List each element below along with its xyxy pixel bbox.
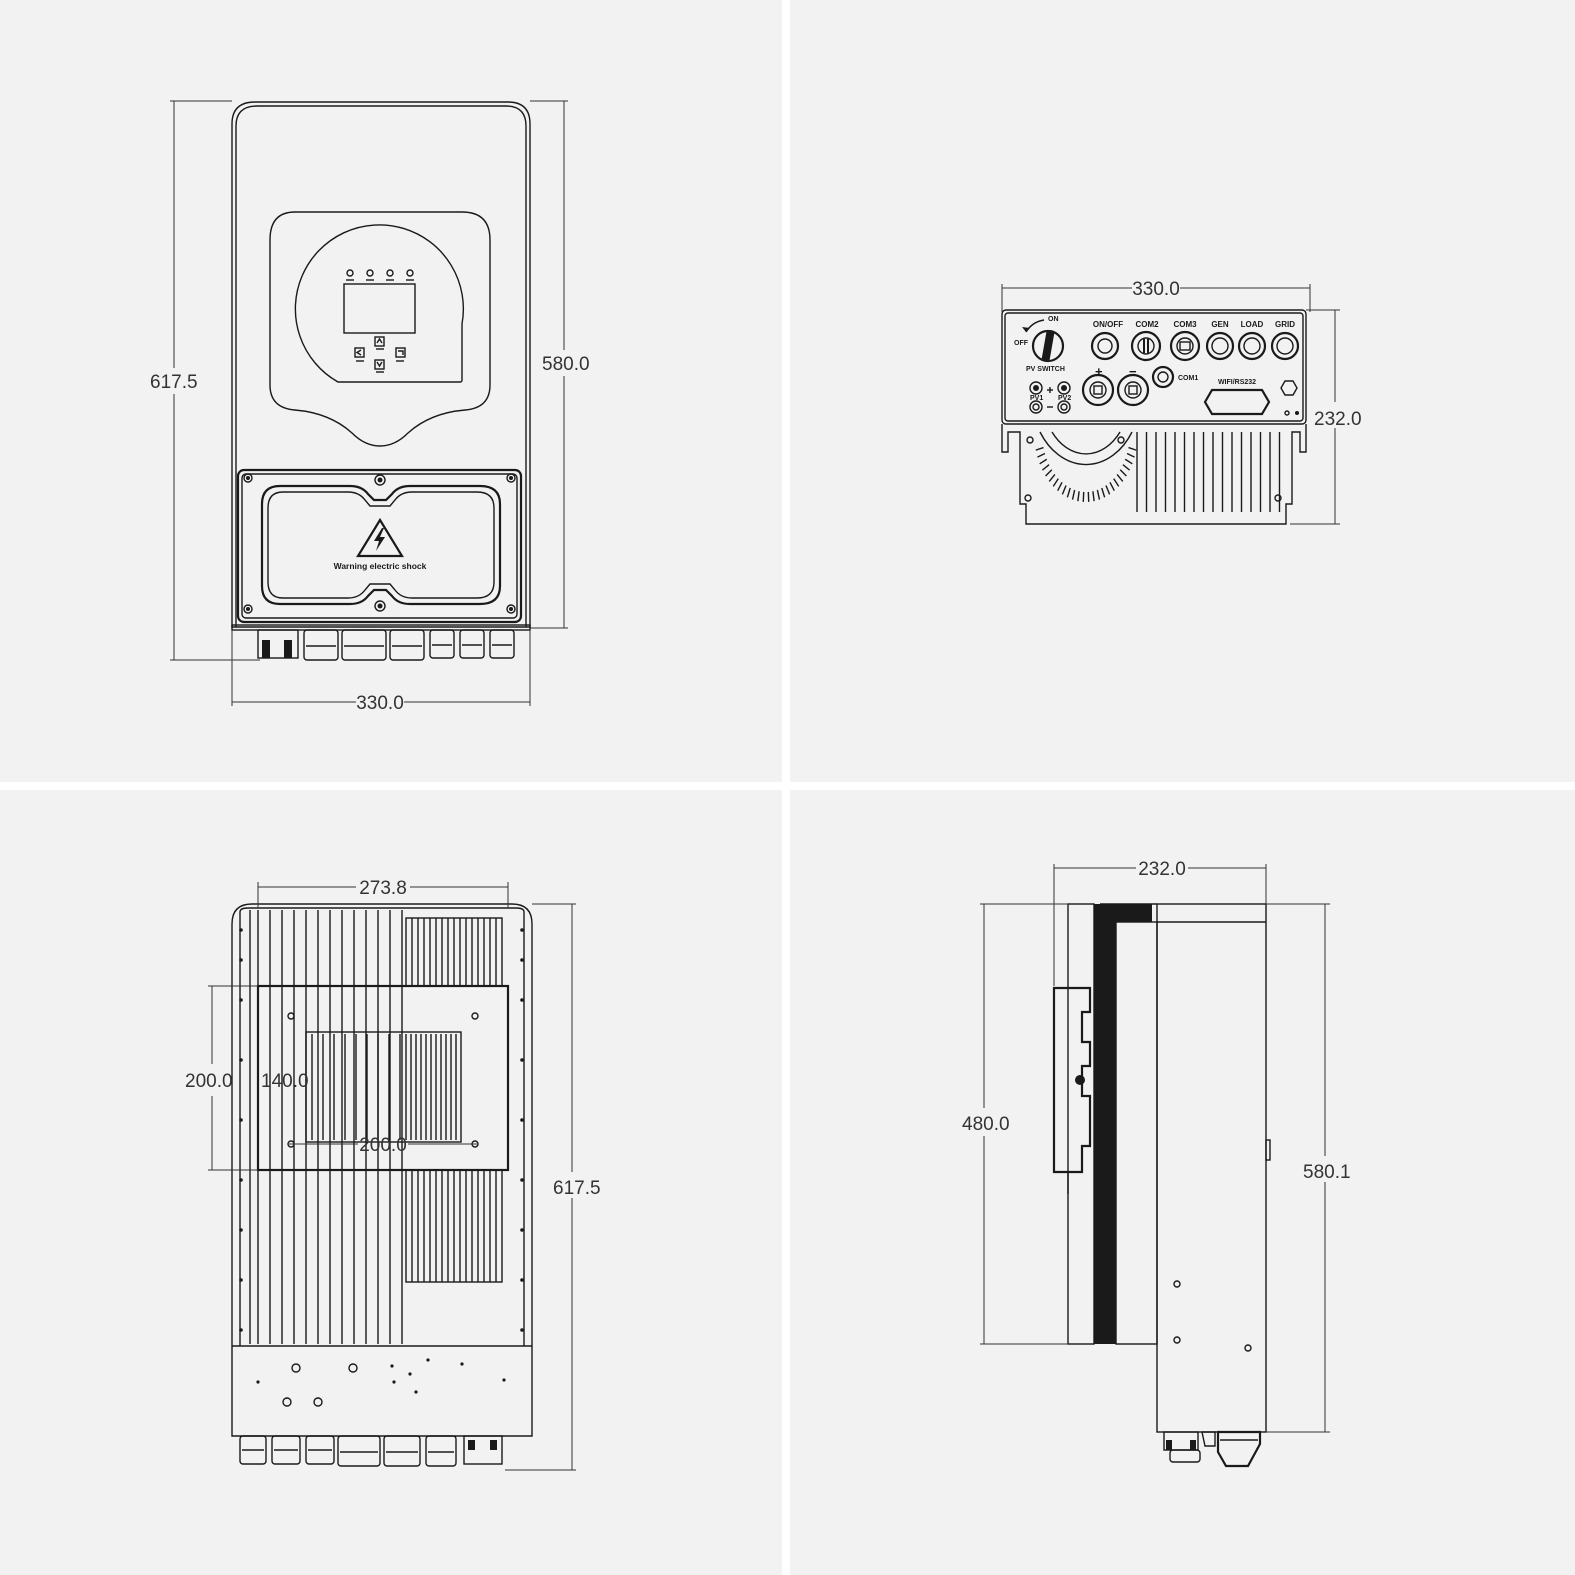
port-gen-label: GEN [1211, 320, 1229, 329]
dim-back-inner-height: 140.0 [261, 1071, 309, 1092]
warning-label: Warning electric shock [334, 561, 427, 571]
dim-front-height-total: 617.5 [150, 372, 198, 393]
front-bottom-connectors [231, 624, 531, 661]
bottom-heatsink-fins [1136, 432, 1281, 512]
port-com3[interactable] [1169, 330, 1201, 362]
side-body [1156, 903, 1267, 1433]
pv-switch-icon[interactable] [1022, 319, 1065, 363]
back-view: 273.8 200.0 140.0 200.0 617.5 [185, 878, 601, 1471]
port-com1-label: COM1 [1178, 375, 1198, 382]
mounting-plate [256, 984, 510, 1172]
port-load[interactable] [1237, 331, 1267, 361]
port-com2[interactable] [1130, 330, 1162, 362]
side-dimensions [980, 864, 1330, 1433]
side-view-panel [790, 790, 1575, 1575]
pv2-label: PV2 [1058, 395, 1071, 402]
dim-side-height-body: 580.1 [1303, 1162, 1351, 1183]
switch-off-label: OFF [1014, 340, 1029, 347]
dim-back-fin-width: 273.8 [359, 878, 407, 899]
wiring-cover: Warning electric shock [236, 468, 523, 624]
battery-plus-label: + [1095, 364, 1103, 379]
port-gen[interactable] [1205, 331, 1235, 361]
dim-front-height-body: 580.0 [542, 354, 590, 375]
back-view-panel [0, 790, 782, 1575]
vent-valve-icon [1280, 380, 1298, 396]
wall-bracket [1052, 986, 1092, 1194]
pv-switch-label: PV SWITCH [1026, 366, 1065, 373]
front-view: Warning electric shock [150, 100, 590, 714]
button-enter-icon[interactable] [395, 347, 406, 362]
lcd-screen [343, 283, 416, 334]
button-left-icon[interactable] [354, 347, 365, 362]
warning-triangle-icon [356, 517, 404, 558]
pv1-label: PV1 [1030, 395, 1043, 402]
port-com2-label: COM2 [1135, 320, 1159, 329]
bottom-view-panel [790, 0, 1575, 782]
dim-bottom-width: 330.0 [1132, 279, 1180, 300]
dim-bottom-depth: 232.0 [1314, 409, 1362, 430]
battery-positive-terminal[interactable] [1081, 373, 1115, 407]
port-com1[interactable] [1151, 365, 1175, 389]
dim-back-bracket-height: 200.0 [185, 1071, 233, 1092]
back-dimensions [208, 882, 576, 1471]
mount-hole [471, 1012, 479, 1020]
wifi-port[interactable] [1203, 388, 1271, 416]
bottom-dimensions [1001, 284, 1340, 525]
back-bottom-connectors [239, 1435, 503, 1467]
battery-minus-label: − [1129, 364, 1137, 379]
lower-panel-holes [256, 1358, 506, 1407]
dim-side-bracket-height: 480.0 [962, 1114, 1010, 1135]
dim-side-depth: 232.0 [1138, 859, 1186, 880]
dim-front-width: 330.0 [356, 693, 404, 714]
port-on-off[interactable] [1090, 331, 1120, 361]
battery-negative-terminal[interactable] [1116, 373, 1150, 407]
dim-back-hole-spacing: 200.0 [359, 1135, 407, 1156]
front-view-panel [0, 0, 782, 782]
back-heatsink-fins [249, 910, 403, 1344]
port-pv-connectors[interactable] [1029, 381, 1071, 414]
button-up-icon[interactable] [374, 336, 385, 350]
status-led-group [346, 269, 414, 281]
display-surround [269, 211, 491, 447]
switch-on-label: ON [1048, 316, 1059, 323]
wifi-label: WIFI/RS232 [1218, 379, 1256, 386]
side-view: 232.0 480.0 580.1 [962, 859, 1351, 1468]
port-load-label: LOAD [1241, 320, 1264, 329]
button-down-icon[interactable] [374, 359, 385, 373]
fan-grille [1035, 446, 1137, 502]
dim-back-height-total: 617.5 [553, 1178, 601, 1199]
port-grid-label: GRID [1275, 320, 1295, 329]
port-com3-label: COM3 [1173, 320, 1197, 329]
port-on-off-label: ON/OFF [1093, 320, 1123, 329]
bottom-view: ON OFF PV SWITCH ON/OFF COM2 COM3 GEN LO… [1001, 279, 1362, 525]
mount-hole [287, 1012, 295, 1020]
front-dimensions [170, 100, 568, 706]
port-grid[interactable] [1270, 331, 1300, 361]
side-bottom-connectors [1163, 1430, 1262, 1468]
